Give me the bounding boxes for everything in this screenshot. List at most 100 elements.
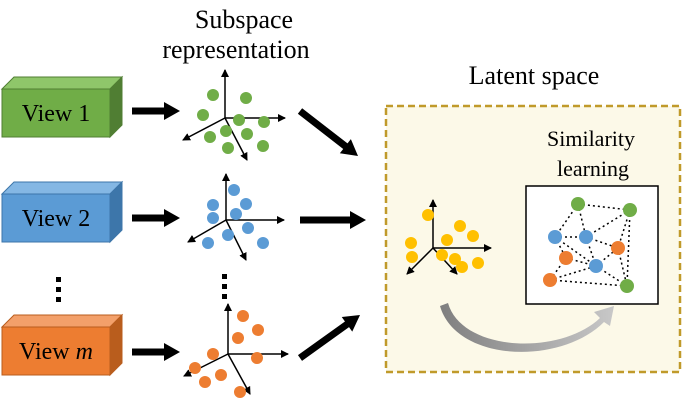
arrow-shape bbox=[132, 102, 180, 120]
view-label-prefix: View bbox=[19, 339, 76, 365]
arrow-shape bbox=[300, 211, 366, 229]
view-label-suffix: m bbox=[76, 339, 93, 365]
blue-point bbox=[242, 222, 254, 234]
view-label: View 2 bbox=[22, 206, 91, 232]
blue-point bbox=[240, 198, 252, 210]
view-label-suffix: 2 bbox=[78, 206, 90, 232]
yellow-point bbox=[422, 209, 434, 221]
axis-down-left bbox=[187, 219, 227, 243]
arrow-shape bbox=[297, 314, 361, 361]
latent-space-title: Latent space bbox=[469, 61, 600, 90]
view-label: View 1 bbox=[22, 101, 91, 127]
axis-down-right bbox=[227, 353, 251, 395]
green-point bbox=[197, 109, 209, 121]
green-point bbox=[204, 131, 216, 143]
arrow-view1-to-subspace bbox=[132, 102, 180, 120]
axes bbox=[187, 173, 285, 261]
view-box-2: View 2 bbox=[0, 180, 124, 244]
view-box-front bbox=[1, 326, 111, 376]
blue-point bbox=[207, 199, 219, 211]
view-box-front bbox=[1, 193, 111, 243]
subspace-title-line2: representation bbox=[162, 35, 309, 64]
orange-point bbox=[189, 362, 201, 374]
orange-node bbox=[543, 273, 557, 287]
axis-down-right bbox=[225, 219, 247, 261]
scatter-latent bbox=[405, 199, 492, 275]
green-point bbox=[233, 114, 245, 126]
blue-point bbox=[222, 229, 234, 241]
orange-point bbox=[234, 386, 246, 398]
arrow-shape bbox=[132, 209, 180, 227]
blue-point bbox=[257, 237, 269, 249]
blue-node bbox=[589, 259, 603, 273]
arrow-shape bbox=[132, 343, 180, 361]
view-box-top bbox=[0, 76, 124, 90]
orange-point bbox=[237, 310, 249, 322]
yellow-point bbox=[456, 261, 468, 273]
green-node bbox=[620, 279, 634, 293]
blue-node bbox=[548, 230, 562, 244]
view-box-top bbox=[0, 314, 124, 328]
green-point bbox=[220, 125, 232, 137]
axes bbox=[182, 69, 286, 161]
curved-arrow bbox=[440, 303, 614, 352]
green-point bbox=[222, 142, 234, 154]
orange-node bbox=[611, 241, 625, 255]
green-point bbox=[240, 92, 252, 104]
orange-point bbox=[199, 376, 211, 388]
scatter-view-m bbox=[183, 303, 289, 398]
graph-edge bbox=[585, 209, 631, 238]
yellow-point bbox=[454, 220, 466, 232]
green-node bbox=[571, 197, 585, 211]
orange-point bbox=[207, 348, 219, 360]
yellow-point bbox=[449, 253, 461, 265]
arrow-shape bbox=[297, 108, 358, 156]
arrow-viewm-to-subspace bbox=[132, 343, 180, 361]
yellow-point bbox=[436, 249, 448, 261]
view-label-suffix: 1 bbox=[78, 101, 90, 127]
blue-point bbox=[207, 212, 219, 224]
blue-point bbox=[202, 237, 214, 249]
similarity-learning-box bbox=[525, 185, 659, 305]
similarity-title-line2: learning bbox=[557, 156, 629, 181]
subspace-title-line1: Subspace bbox=[195, 5, 293, 34]
green-point bbox=[258, 116, 270, 128]
graph-edge bbox=[577, 203, 631, 211]
blue-node bbox=[579, 230, 593, 244]
orange-point bbox=[215, 369, 227, 381]
arrow-subspacem-to-latent bbox=[297, 314, 361, 361]
orange-node bbox=[559, 251, 573, 265]
graph-edge bbox=[549, 265, 597, 281]
orange-point bbox=[252, 324, 264, 336]
arrow-subspace2-to-latent bbox=[300, 211, 366, 229]
scatter-view-2 bbox=[187, 173, 285, 261]
scatter-ellipsis bbox=[222, 274, 227, 299]
axis-down-left bbox=[406, 247, 434, 275]
graph-edge bbox=[554, 236, 567, 259]
axis-down-right bbox=[224, 117, 248, 161]
view-box-1: View 1 bbox=[0, 75, 124, 139]
arrow-subspace1-to-latent bbox=[297, 108, 358, 156]
similarity-title-line1: Similarity bbox=[547, 126, 635, 151]
graph-edge bbox=[554, 236, 597, 267]
view-label: View m bbox=[19, 339, 93, 365]
view-box-top bbox=[0, 181, 124, 195]
view-ellipsis bbox=[56, 277, 61, 302]
yellow-point bbox=[405, 237, 417, 249]
yellow-point bbox=[441, 234, 453, 246]
green-point bbox=[257, 140, 269, 152]
yellow-point bbox=[472, 257, 484, 269]
yellow-point bbox=[467, 230, 479, 242]
green-point bbox=[241, 128, 253, 140]
blue-point bbox=[230, 208, 242, 220]
yellow-point bbox=[406, 251, 418, 263]
view-label-prefix: View bbox=[22, 206, 79, 232]
orange-point bbox=[232, 332, 244, 344]
arrow-view2-to-subspace bbox=[132, 209, 180, 227]
graph-nodes bbox=[543, 197, 637, 293]
green-node bbox=[623, 203, 637, 217]
view-box-front bbox=[1, 88, 111, 138]
orange-point bbox=[251, 352, 263, 364]
blue-point bbox=[228, 184, 240, 196]
